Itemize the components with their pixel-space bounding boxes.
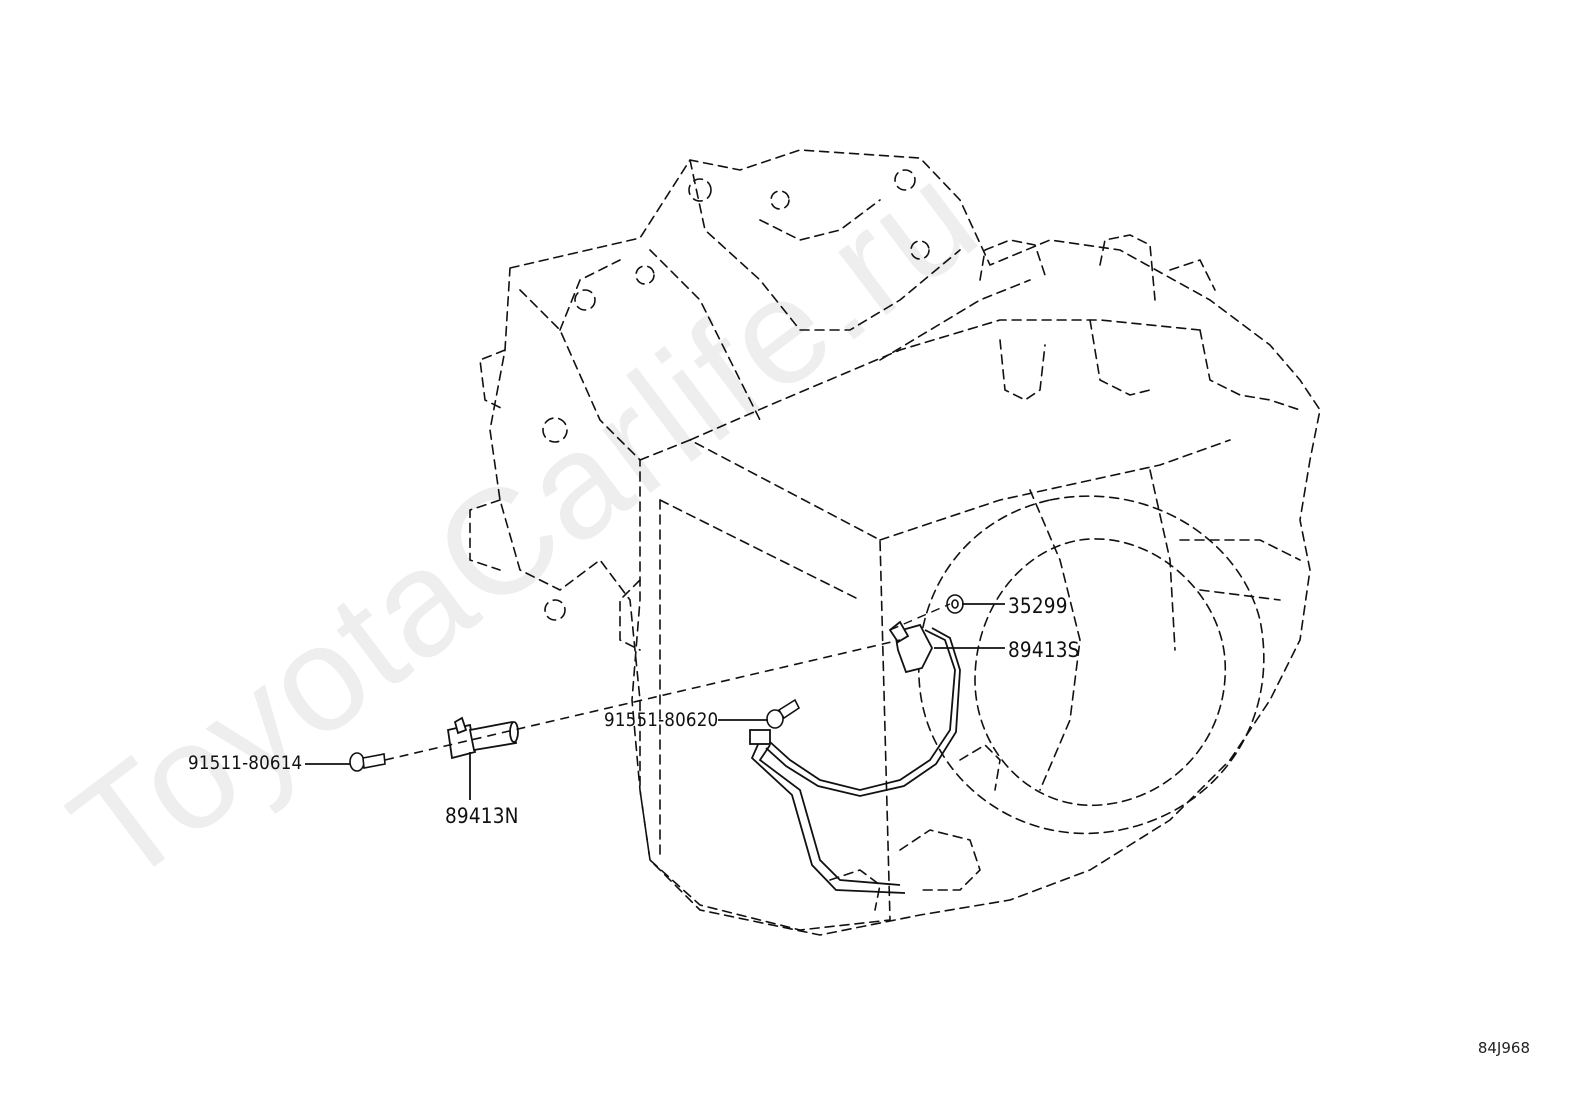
bolt-91551-80620 <box>766 698 801 729</box>
bolt-91511-80614 <box>349 752 386 772</box>
callout-91551-80620[interactable]: 91551-80620 <box>604 709 719 731</box>
speed-sensor-89413s <box>888 620 934 674</box>
oring-dash-line <box>889 603 951 631</box>
diagram-code: 84J968 <box>1477 1039 1530 1057</box>
sensor-harness <box>749 627 961 894</box>
speed-sensor-89413n <box>446 716 519 760</box>
callout-35299[interactable]: 35299 <box>1008 594 1068 618</box>
transaxle-housing-outline <box>469 149 1321 936</box>
installation-dash-line <box>384 639 901 761</box>
callout-91511-80614[interactable]: 91511-80614 <box>188 752 303 774</box>
callout-89413s[interactable]: 89413S <box>1008 638 1080 662</box>
callout-89413n[interactable]: 89413N <box>445 804 519 828</box>
leader-lines <box>305 603 1005 800</box>
